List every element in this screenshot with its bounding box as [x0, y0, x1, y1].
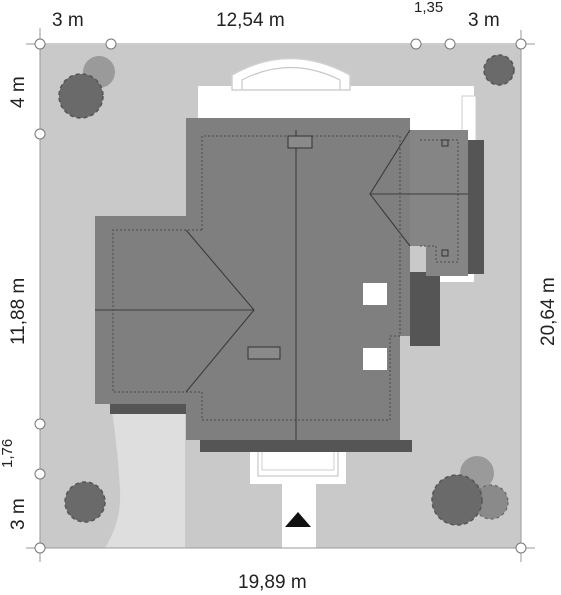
entrance-walk	[282, 478, 316, 548]
vent-icon	[441, 139, 449, 147]
entrance-arrow-icon	[285, 512, 311, 527]
roof-lines	[95, 129, 468, 440]
skylight-icon	[363, 283, 387, 305]
dim-top-small: 1,35	[414, 0, 443, 16]
dim-top-right: 3 m	[468, 10, 500, 31]
dim-left-small: 1,76	[0, 439, 16, 468]
side-path	[105, 412, 185, 548]
front-porch	[250, 446, 346, 484]
roof	[95, 118, 468, 440]
tree-icon	[483, 54, 515, 86]
tree-icon	[431, 456, 509, 526]
dim-bottom: 19,89 m	[238, 572, 307, 593]
dimension-ticks	[34, 38, 527, 554]
bay-terrace-arc	[241, 67, 341, 90]
dim-top-main: 12,54 m	[216, 10, 285, 31]
roof-main	[95, 118, 410, 440]
dim-top-left: 3 m	[52, 10, 84, 31]
wall-outline	[112, 135, 459, 421]
chimney-icon	[247, 346, 281, 360]
vent-icon	[441, 249, 449, 257]
roof-side-wing	[410, 130, 468, 276]
bay-terrace	[231, 57, 351, 91]
tree-icon	[64, 481, 106, 523]
skylight-icon	[363, 348, 387, 370]
dim-left-top: 4 m	[8, 76, 29, 108]
chimney-icon	[287, 135, 313, 149]
dim-left-main: 11,88 m	[8, 278, 29, 345]
dim-left-bottom: 3 m	[8, 498, 29, 530]
dim-right: 20,64 m	[538, 277, 559, 346]
tree-icon	[58, 56, 115, 119]
